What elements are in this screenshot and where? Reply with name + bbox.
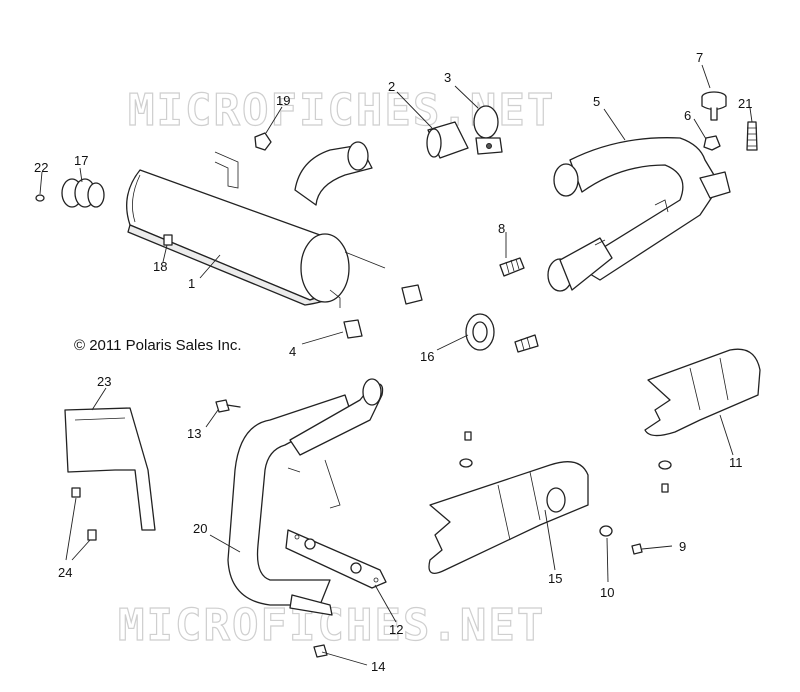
- leader-lines: [39, 64, 753, 666]
- callout-13: 13: [187, 426, 201, 441]
- copyright-notice: © 2011 Polaris Sales Inc.: [74, 337, 242, 354]
- callout-12: 12: [389, 622, 403, 637]
- callout-6: 6: [684, 108, 691, 123]
- part-22-bolt: [35, 194, 45, 202]
- part-11-heat-shield: [644, 348, 761, 437]
- callout-2: 2: [388, 79, 395, 94]
- part-15-heat-shield: [428, 461, 589, 574]
- callout-19: 19: [276, 93, 290, 108]
- part-13-bolt: [215, 399, 241, 413]
- part-19-nut: [254, 132, 272, 151]
- part-5-y-pipe: [547, 137, 731, 292]
- callout-11: 11: [729, 455, 743, 470]
- callout-15: 15: [548, 571, 562, 586]
- callout-24: 24: [58, 565, 72, 580]
- callout-16: 16: [420, 349, 434, 364]
- part-4-grommets: [343, 284, 423, 339]
- part-7-bumper: [701, 91, 727, 121]
- watermark-bottom: MICROFICHES.NET: [118, 600, 545, 651]
- part-21-spring: [746, 121, 758, 151]
- part-1-muffler: [126, 141, 386, 308]
- callout-5: 5: [593, 94, 600, 109]
- callout-22: 22: [34, 160, 48, 175]
- callout-17: 17: [74, 153, 88, 168]
- callout-7: 7: [696, 50, 703, 65]
- callout-20: 20: [193, 521, 207, 536]
- callout-1: 1: [188, 276, 195, 291]
- part-16-gasket: [465, 313, 539, 353]
- part-6-nut: [703, 135, 721, 151]
- part-3-clamp: [473, 105, 503, 155]
- part-20-header-pipe: [227, 378, 384, 616]
- part-24-bolts: [71, 487, 97, 541]
- part-17-coupler: [61, 178, 105, 208]
- part-23-bracket: [64, 407, 156, 531]
- part-2-sleeve: [426, 121, 469, 159]
- callout-8: 8: [498, 221, 505, 236]
- part-14-pin: [313, 644, 328, 658]
- part-18-fastener: [163, 234, 173, 246]
- callout-9: 9: [679, 539, 686, 554]
- callout-3: 3: [444, 70, 451, 85]
- part-12-gasket-plate: [285, 529, 387, 589]
- callout-23: 23: [97, 374, 111, 389]
- callout-10: 10: [600, 585, 614, 600]
- shield-hardware: [459, 431, 672, 555]
- part-8-spring: [499, 257, 525, 277]
- callout-18: 18: [153, 259, 167, 274]
- callout-4: 4: [289, 344, 296, 359]
- callout-labels: 1 2 3 4 5 6 7 8 9 10 11 12 13 14 15 16 1…: [34, 50, 752, 674]
- callout-14: 14: [371, 659, 385, 674]
- callout-21: 21: [738, 96, 752, 111]
